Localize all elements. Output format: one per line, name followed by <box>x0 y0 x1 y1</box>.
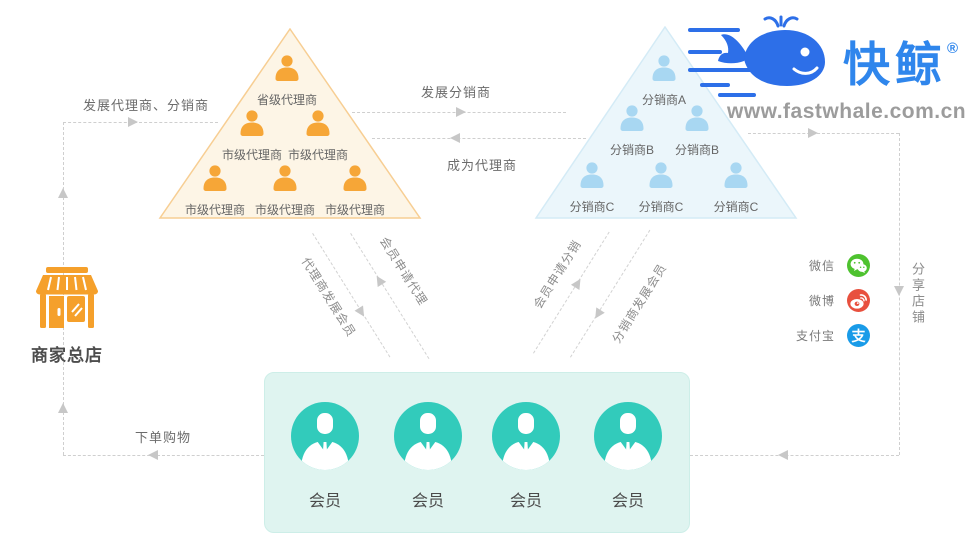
brand-name-text: 快鲸 <box>843 38 947 91</box>
speed-line <box>718 93 756 97</box>
flow-label-develop-distributors: 发展分销商 <box>420 85 492 100</box>
share-channel-alipay: 支付宝 支 <box>762 324 870 347</box>
person-icon <box>724 162 748 188</box>
person-icon <box>275 55 299 81</box>
flow-label-develop-agents: 发展代理商、分销商 <box>82 98 210 113</box>
agent-node: 市级代理商 <box>173 163 257 218</box>
arrow-right-icon <box>354 305 369 320</box>
weibo-icon <box>847 289 870 312</box>
arrow-right-icon <box>570 276 585 291</box>
member-node-label: 会员 <box>611 493 644 510</box>
alipay-icon: 支 <box>847 324 870 347</box>
person-icon <box>203 165 227 191</box>
wechat-icon <box>847 254 870 277</box>
flow-label-become-agent: 成为代理商 <box>446 158 518 173</box>
distributor-node-label: 分销商B <box>609 143 654 157</box>
distributor-node-label: 分销商C <box>569 200 615 214</box>
member-node-label: 会员 <box>509 493 542 510</box>
arrow-right-icon <box>456 107 466 117</box>
person-icon <box>306 110 330 136</box>
arrow-left-icon <box>372 273 387 288</box>
distributor-node: 分销商C <box>550 160 634 215</box>
person-icon <box>580 162 604 188</box>
flow-label-share-store: 分享店铺 <box>910 262 925 326</box>
arrow-up-icon <box>58 403 68 413</box>
member-node: 会员 <box>594 402 662 511</box>
alipay-glyph: 支 <box>851 327 866 344</box>
person-icon <box>620 105 644 131</box>
member-avatar-icon <box>492 402 560 470</box>
agent-node-label: 市级代理商 <box>184 203 245 217</box>
arrow-right-icon <box>808 128 818 138</box>
arrow-up-icon <box>58 188 68 198</box>
distributor-node: 分销商C <box>694 160 778 215</box>
storefront-icon <box>36 267 98 328</box>
agent-node: 省级代理商 <box>245 53 329 108</box>
agent-node: 市级代理商 <box>313 163 397 218</box>
agent-node-label: 市级代理商 <box>254 203 315 217</box>
flow-label-member-applies-distribution: 会员申请分销 <box>530 237 585 312</box>
distributor-node: 分销商A <box>622 53 706 108</box>
dashed-line-develop-agents <box>63 122 218 123</box>
person-icon <box>343 165 367 191</box>
distributor-node-label: 分销商C <box>638 200 684 214</box>
merchant-store-label: 商家总店 <box>31 346 103 365</box>
whale-logo-icon <box>718 15 825 86</box>
dashed-line-place-order <box>63 455 264 456</box>
dashed-line-right-bottom <box>690 455 899 456</box>
arrow-left-icon <box>148 450 158 460</box>
person-icon <box>649 162 673 188</box>
dashed-line-become-agent <box>372 138 586 139</box>
merchant-store: 商家总店 <box>24 266 110 366</box>
speed-line <box>688 28 740 32</box>
person-icon <box>652 55 676 81</box>
arrow-left-icon <box>778 450 788 460</box>
speed-line <box>688 50 722 54</box>
share-channel-weibo: 微博 <box>762 289 870 312</box>
agent-node: 市级代理商 <box>210 108 294 163</box>
person-icon <box>240 110 264 136</box>
arrow-down-icon <box>894 286 904 296</box>
speed-line <box>700 83 730 87</box>
arrow-left-icon <box>450 133 460 143</box>
member-avatar-icon <box>394 402 462 470</box>
brand-name: 快鲸® <box>843 26 958 95</box>
share-channel-label: 微博 <box>808 294 835 308</box>
agent-node-label: 市级代理商 <box>287 148 348 162</box>
arrow-right-icon <box>128 117 138 127</box>
distributor-node-label: 分销商B <box>674 143 719 157</box>
speed-line <box>688 68 758 72</box>
share-channel-wechat: 微信 <box>762 254 870 277</box>
flow-label-place-order: 下单购物 <box>134 430 192 445</box>
share-channel-label: 支付宝 <box>795 329 835 343</box>
member-avatar-icon <box>291 402 359 470</box>
distributor-node: 分销商B <box>655 103 739 158</box>
arrow-left-icon <box>590 307 605 322</box>
flow-label-distributor-develops-members: 分销商发展会员 <box>609 260 670 346</box>
registered-mark: ® <box>947 40 959 57</box>
member-avatar-icon <box>594 402 662 470</box>
share-channel-label: 微信 <box>808 259 835 273</box>
member-node: 会员 <box>291 402 359 511</box>
flow-label-member-applies-agent: 会员申请代理 <box>376 234 431 309</box>
brand-website: www.fastwhale.com.cn <box>727 100 967 123</box>
person-icon <box>685 105 709 131</box>
person-icon <box>273 165 297 191</box>
agent-node-label: 省级代理商 <box>256 93 317 107</box>
agent-node-label: 市级代理商 <box>221 148 282 162</box>
member-node: 会员 <box>492 402 560 511</box>
agent-node-label: 市级代理商 <box>324 203 385 217</box>
agent-node: 市级代理商 <box>276 108 360 163</box>
distributor-node: 分销商C <box>619 160 703 215</box>
agent-node: 市级代理商 <box>243 163 327 218</box>
distributor-node-label: 分销商C <box>713 200 759 214</box>
member-node-label: 会员 <box>308 493 341 510</box>
member-node: 会员 <box>394 402 462 511</box>
distributor-node-label: 分销商A <box>641 93 686 107</box>
distributor-node: 分销商B <box>590 103 674 158</box>
member-node-label: 会员 <box>411 493 444 510</box>
dashed-line-right-top <box>748 133 899 134</box>
